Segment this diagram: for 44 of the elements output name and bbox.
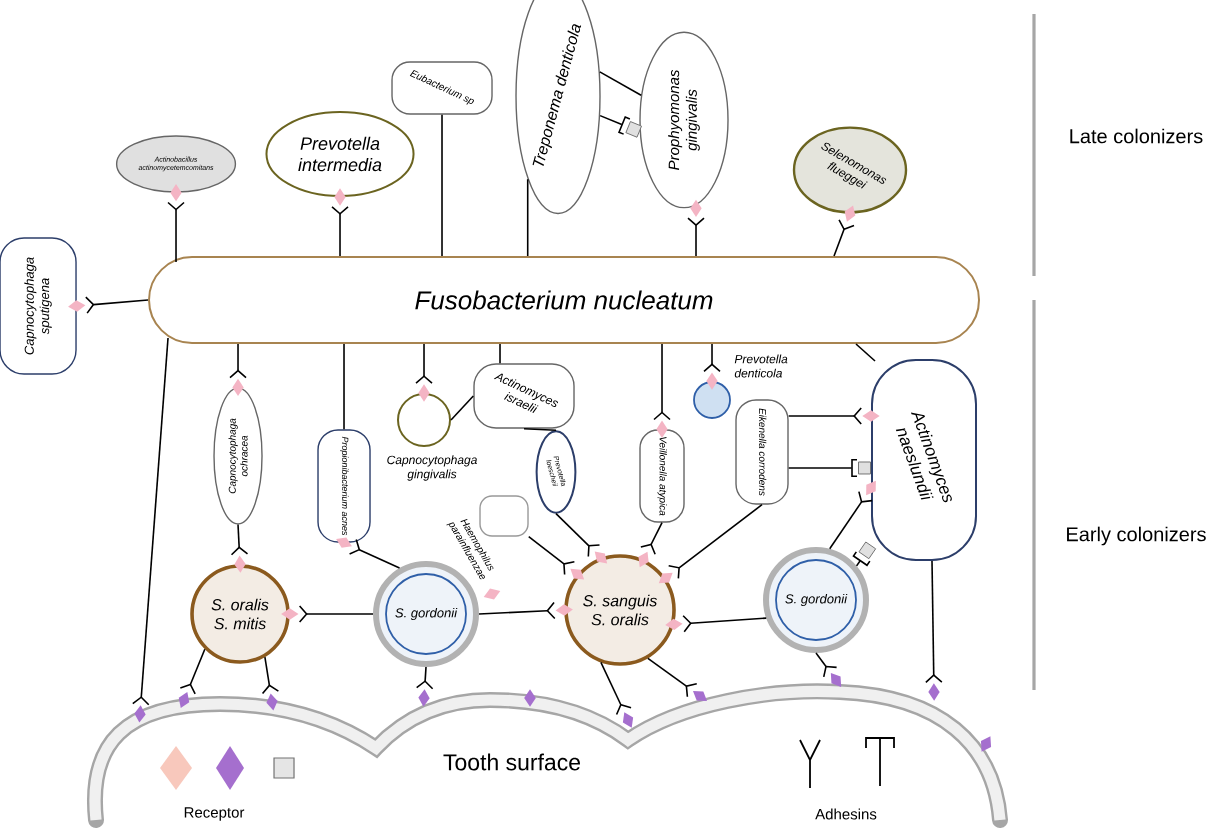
adhesin-connector: [687, 199, 705, 257]
connector-line: [441, 113, 443, 257]
adhesin-connector: [527, 535, 585, 580]
group-label: Late colonizers: [1070, 128, 1203, 144]
connector-line: [450, 395, 475, 421]
adhesin-connector: [331, 188, 349, 257]
connector-line: [599, 71, 642, 96]
adhesin-connector: [281, 605, 374, 623]
adhesin-connector: [230, 523, 249, 573]
adhesin-connector: [815, 652, 842, 687]
adhesin-connector: [647, 657, 708, 702]
adhesin-connector: [600, 661, 634, 728]
bacterium-circle: [693, 381, 731, 419]
connector-line: [523, 427, 557, 432]
adhesin-connector: [68, 296, 149, 314]
adhesin-connector: [703, 343, 721, 390]
adhesin-connector: [167, 184, 185, 263]
adhesin-connector: [336, 537, 401, 569]
adhesin-connector: [178, 648, 206, 708]
connector-line: [343, 343, 345, 431]
adhesin-connector: [478, 601, 573, 620]
adhesin-connector: [653, 343, 671, 438]
bracket-connector: [599, 114, 643, 138]
adhesin-connector: [787, 407, 880, 425]
adhesin-connector: [925, 560, 943, 701]
group-label: Early colonizers: [1067, 526, 1206, 546]
bracket-connector: [852, 541, 877, 567]
adhesin-connector: [833, 205, 856, 257]
adhesin-connector: [229, 343, 247, 397]
bracket-connector: [787, 459, 871, 477]
adhesin-connector: [638, 521, 663, 568]
adhesin-connector: [828, 480, 876, 550]
connector-line: [526, 178, 529, 257]
adhesin-connector: [415, 343, 433, 402]
bacterium-circle: [397, 393, 451, 447]
adhesin-connector: [665, 614, 767, 633]
connector-line: [855, 343, 876, 362]
adhesin-connector: [555, 512, 608, 564]
adhesin-connector: [131, 337, 169, 723]
adhesin-connector: [658, 503, 763, 584]
adhesin-connector: [261, 656, 280, 711]
fusobacterium-pill: Fusobacterium nucleatum: [148, 256, 980, 344]
connector-line: [499, 343, 501, 365]
adhesin-connector: [415, 666, 434, 707]
